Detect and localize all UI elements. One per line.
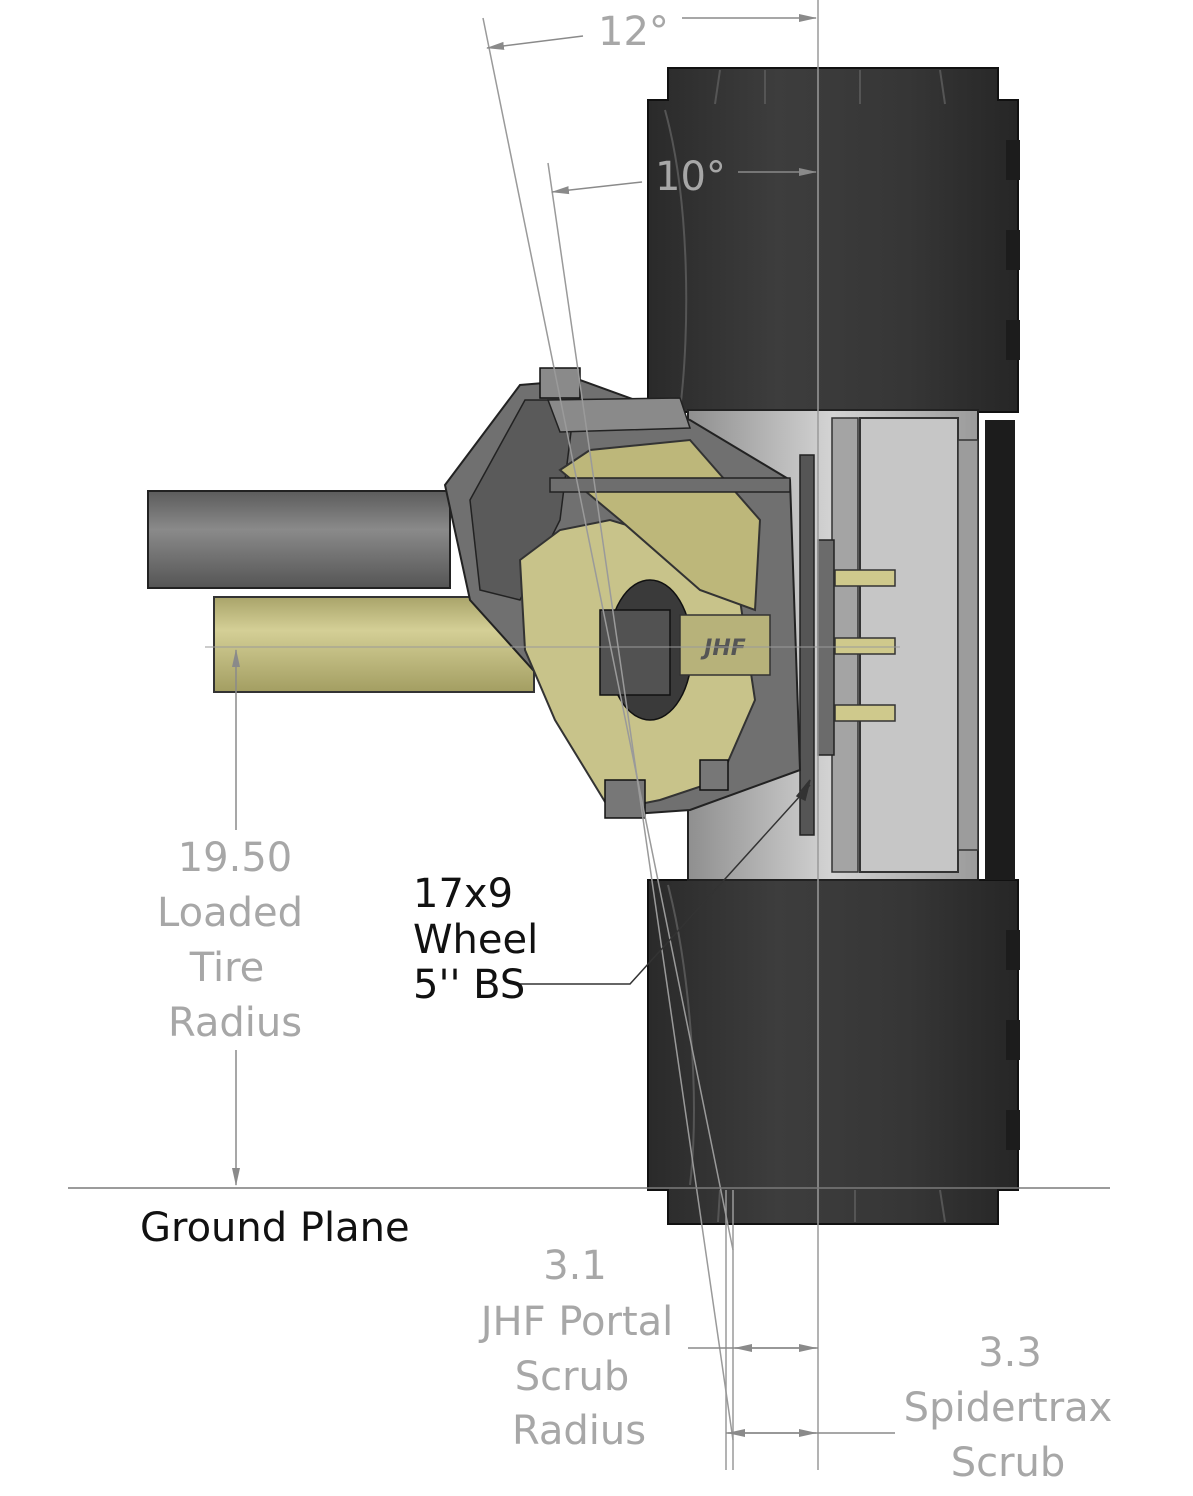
jhf-scrub-line3: Radius bbox=[511, 1408, 647, 1454]
wheel-leader bbox=[520, 779, 811, 985]
angle-10-arrows bbox=[551, 168, 817, 195]
jhf-scrub-line1: JHF Portal bbox=[480, 1299, 674, 1345]
tire-radius-line1: Loaded bbox=[157, 890, 303, 936]
jhf-scrub-line2: Scrub bbox=[514, 1354, 630, 1400]
wheel-label: Wheel bbox=[413, 917, 539, 963]
wheel-backspacing-label: 5'' BS bbox=[413, 962, 526, 1008]
dimension-lines bbox=[68, 0, 1110, 1470]
wheel-studs bbox=[834, 569, 896, 722]
jhf-scrub-value: 3.1 bbox=[543, 1243, 607, 1289]
spidertrax-scrub-value: 3.3 bbox=[978, 1330, 1042, 1376]
hub-logo: JHF bbox=[700, 636, 746, 661]
knuckle-housing bbox=[443, 367, 802, 819]
tire-radius-line2: Tire bbox=[189, 945, 265, 991]
tire bbox=[647, 67, 1020, 1225]
spidertrax-scrub-line1: Spidertrax bbox=[903, 1385, 1113, 1431]
spidertrax-scrub-line2: Scrub bbox=[950, 1440, 1066, 1486]
angle-12-arrows bbox=[486, 14, 817, 50]
angle-10-label: 10° bbox=[655, 154, 726, 200]
tire-radius-value: 19.50 bbox=[177, 835, 293, 881]
tire-radius-line3: Radius bbox=[167, 1000, 303, 1046]
ground-plane-label: Ground Plane bbox=[140, 1205, 410, 1251]
angle-12-label: 12° bbox=[598, 9, 669, 55]
wheel-size-label: 17x9 bbox=[413, 871, 514, 917]
